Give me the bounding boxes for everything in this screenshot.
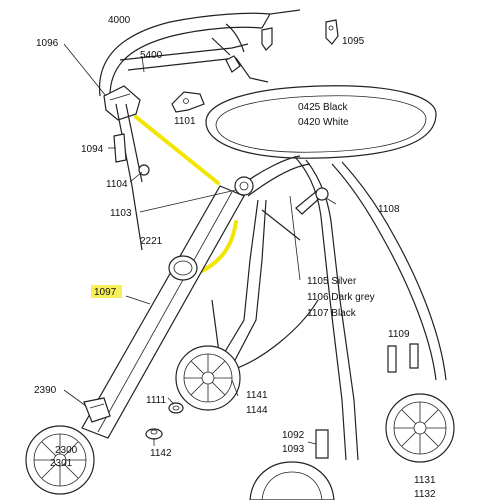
label-0420: 0420 White — [298, 117, 349, 128]
label-1106: 1106 Dark grey — [307, 292, 375, 303]
plugs-1109 — [387, 343, 419, 373]
logo-disc-2221 — [168, 255, 198, 281]
washer-1111 — [168, 402, 184, 414]
label-2390: 2390 — [34, 385, 57, 396]
label-1093: 1093 — [282, 444, 305, 455]
hook-1101 — [171, 91, 205, 113]
axle-1142 — [145, 428, 163, 440]
clip-small-b — [225, 55, 241, 73]
front-wheel-left — [25, 425, 95, 495]
handlebar — [98, 9, 301, 103]
joint-bolt — [234, 176, 254, 196]
label-4000: 4000 — [108, 15, 131, 26]
joint-1108 — [315, 187, 329, 201]
label-1144: 1144 — [246, 405, 268, 416]
label-1141: 1141 — [246, 390, 268, 401]
label-1111: 1111 — [146, 395, 166, 406]
label-1107: 1107 Black — [307, 308, 357, 319]
label-1105: 1105 Silver — [307, 276, 357, 287]
label-1103: 1103 — [110, 208, 132, 219]
label-0425: 0425 Black — [298, 102, 348, 113]
label-1096: 1096 — [36, 38, 59, 49]
rear-wheel-bottom — [249, 461, 335, 500]
part-1094 — [113, 133, 127, 163]
label-1109: 1109 — [388, 329, 410, 340]
label-1104: 1104 — [106, 179, 128, 190]
label-1095: 1095 — [342, 36, 365, 47]
clip-1095 — [325, 19, 339, 45]
label-1092: 1092 — [282, 430, 305, 441]
label-1097-highlight — [91, 285, 122, 298]
tray — [205, 85, 437, 159]
label-2221: 2221 — [140, 236, 163, 247]
label-1142: 1142 — [150, 448, 172, 459]
label-2300: 2300 — [55, 445, 78, 456]
brake-lever — [103, 85, 141, 121]
foot-clip-2390 — [83, 397, 111, 423]
label-5400: 5400 — [140, 50, 163, 61]
middle-wheel — [175, 345, 241, 411]
label-1131: 1131 — [414, 475, 436, 486]
leader-lines — [63, 43, 337, 446]
label-1097: 1097 — [94, 287, 117, 298]
label-1132: 1132 — [414, 489, 436, 500]
front-leg — [81, 185, 245, 439]
label-1094: 1094 — [81, 144, 104, 155]
label-1101: 1101 — [174, 116, 196, 127]
part-labels: 4000 1096 1095 5400 1101 0425 Black 0420… — [34, 15, 436, 500]
rear-wheel-right — [385, 393, 455, 463]
label-1108: 1108 — [378, 204, 400, 215]
label-2301: 2301 — [50, 458, 73, 469]
sleeve-1092 — [315, 429, 329, 459]
clip-small-a — [261, 27, 273, 51]
